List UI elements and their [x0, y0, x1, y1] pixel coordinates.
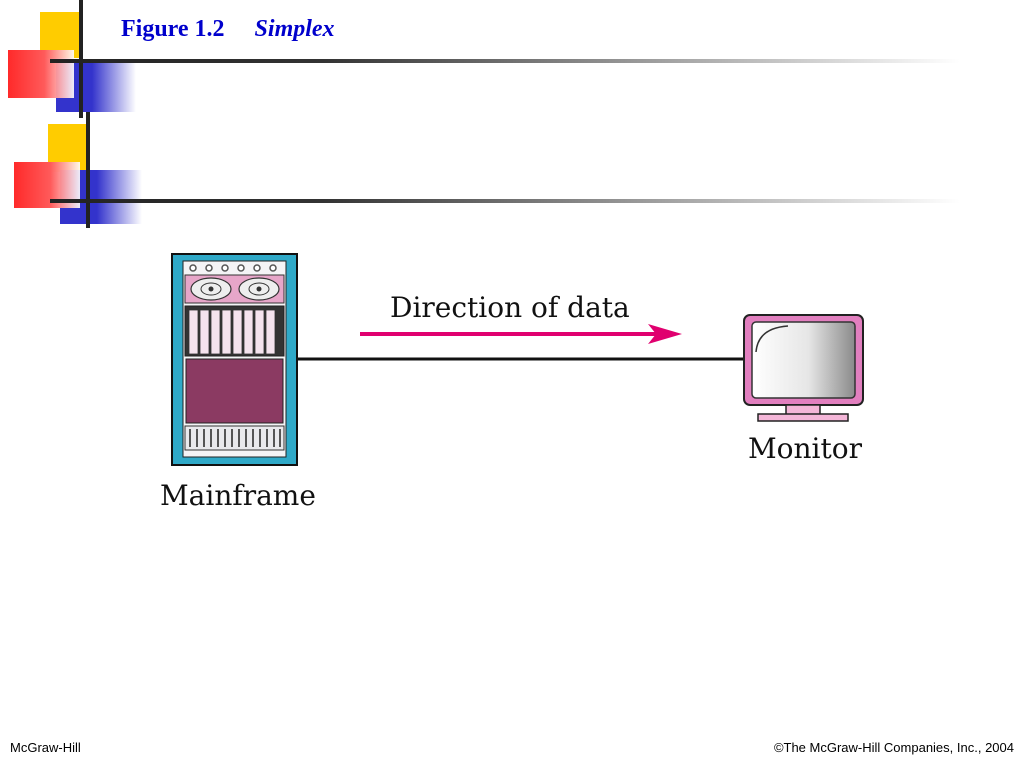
mainframe-label: Mainframe [160, 479, 316, 512]
mainframe-icon [171, 253, 298, 466]
decor-vertical-bar-bottom [86, 112, 90, 228]
direction-arrow [360, 324, 682, 344]
figure-title: Simplex [254, 16, 335, 42]
decor-horizontal-rule-top [50, 59, 960, 63]
slide-title: Figure 1.2 Simplex [121, 16, 335, 43]
decor-horizontal-rule-bottom [50, 199, 960, 203]
figure-number: Figure 1.2 [121, 16, 225, 42]
decor-red-square-top [8, 50, 74, 98]
monitor-label: Monitor [748, 432, 863, 465]
monitor-icon [743, 314, 864, 422]
arrow-label: Direction of data [390, 291, 630, 324]
footer-left: McGraw-Hill [10, 740, 81, 755]
footer-right: ©The McGraw-Hill Companies, Inc., 2004 [773, 740, 1014, 755]
